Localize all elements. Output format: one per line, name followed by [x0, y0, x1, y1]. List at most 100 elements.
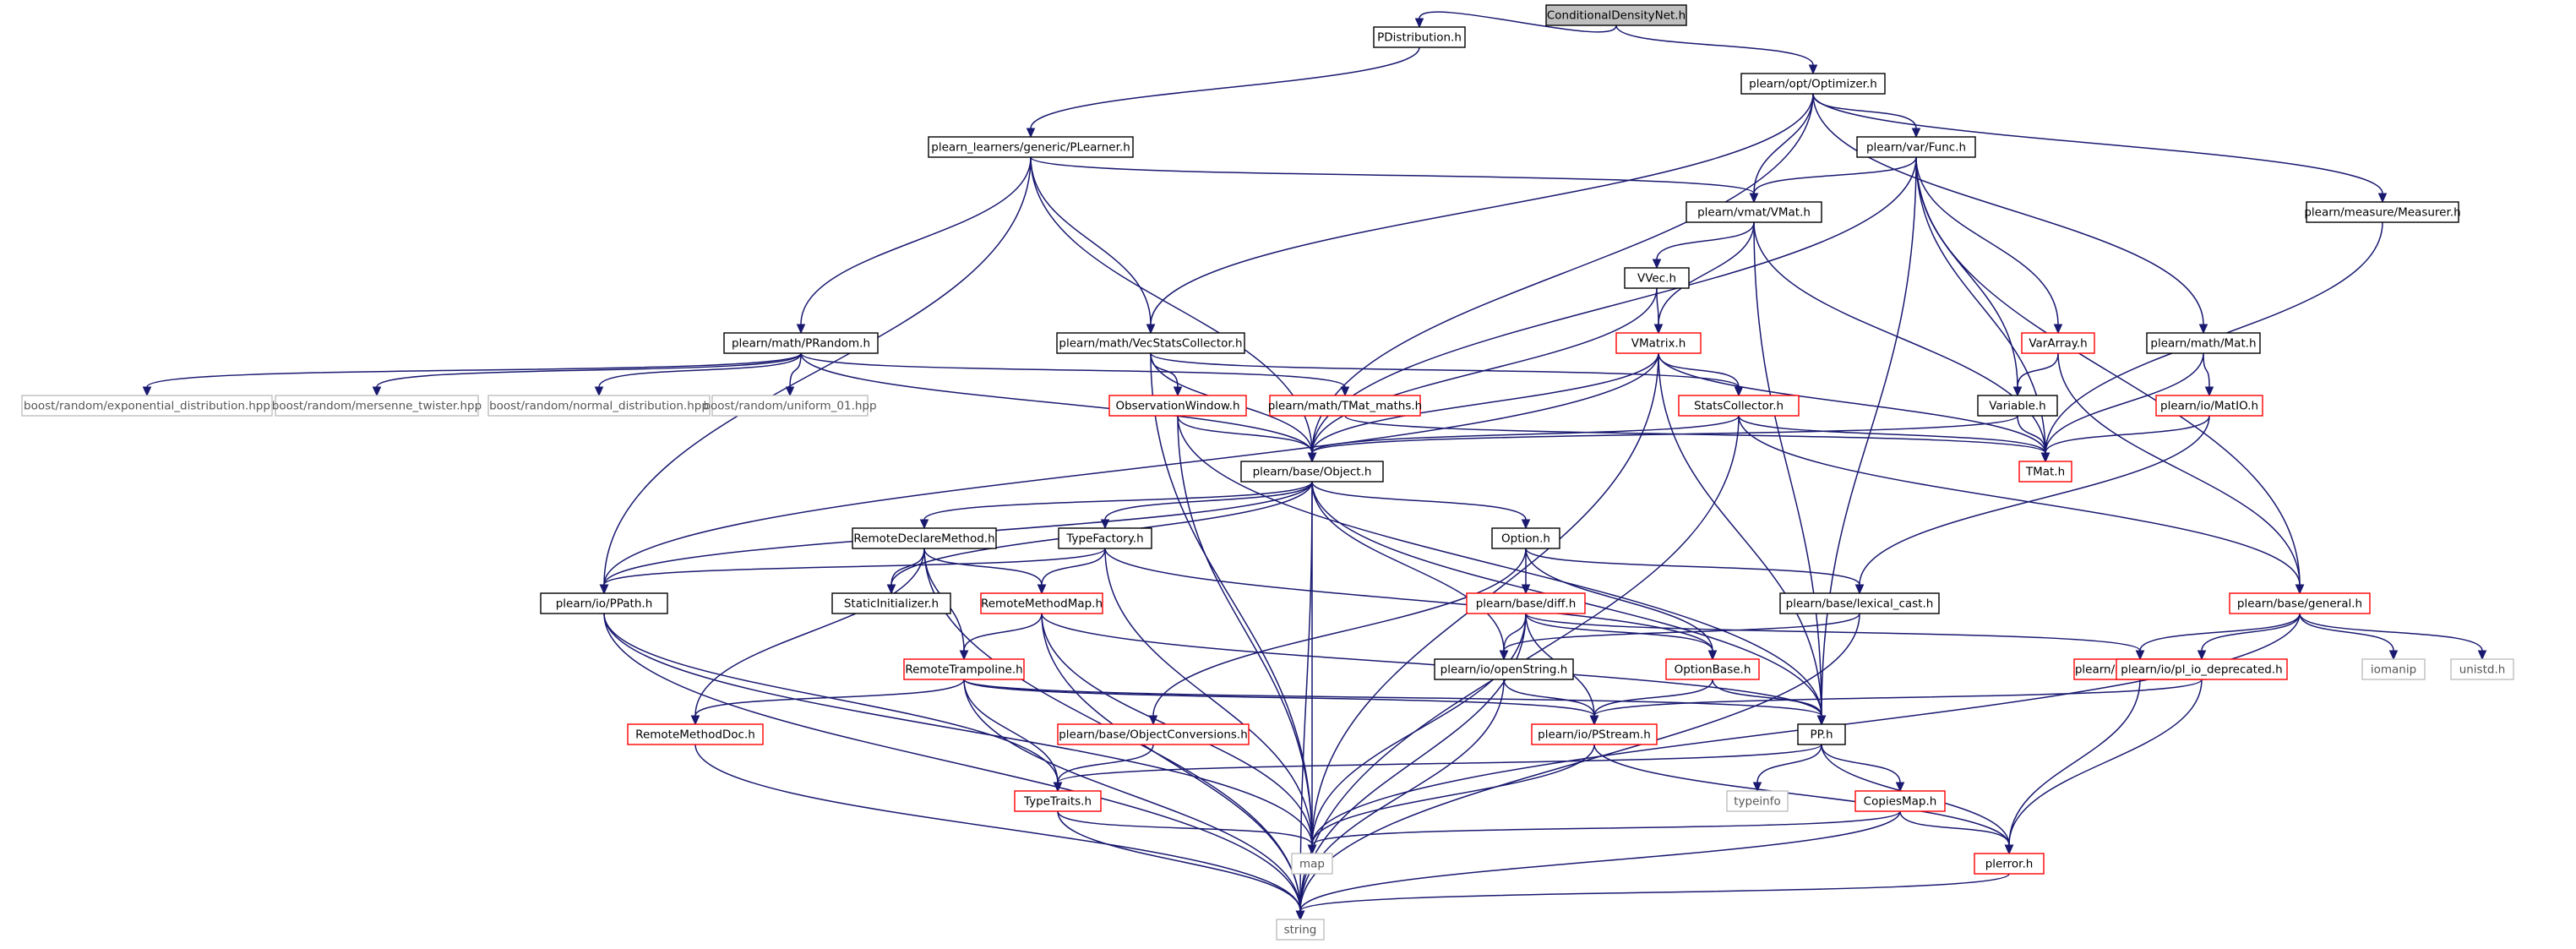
node-vvec[interactable]: VVec.h	[1624, 267, 1690, 289]
node-tmatmaths[interactable]: plearn/math/TMat_maths.h	[1268, 395, 1423, 417]
node-general[interactable]: plearn/base/general.h	[2229, 592, 2371, 614]
node-lexcast[interactable]: plearn/base/lexical_cast.h	[1779, 592, 1940, 614]
node-optimizer[interactable]: plearn/opt/Optimizer.h	[1740, 73, 1886, 95]
node-pliodep[interactable]: plearn/io/pl_io_deprecated.h	[2116, 658, 2288, 680]
node-pstream[interactable]: plearn/io/PStream.h	[1531, 723, 1658, 745]
node-b_mt: boost/random/mersenne_twister.hpp	[272, 395, 482, 417]
edges-layer	[142, 11, 2487, 921]
node-label: plearn/base/lexical_cast.h	[1786, 597, 1934, 611]
node-box	[627, 723, 764, 745]
node-label: plearn/var/Func.h	[1866, 141, 1966, 155]
edge-general-to-unistd	[2299, 613, 2487, 661]
edge-optimizer-to-vmat	[1749, 93, 1814, 204]
edge-vvec-to-vmatrix	[1653, 287, 1664, 335]
node-object[interactable]: plearn/base/Object.h	[1240, 461, 1384, 483]
node-label: PDistribution.h	[1377, 31, 1462, 45]
node-label: plearn/io/openString.h	[1440, 663, 1568, 677]
node-plearner[interactable]: plearn_learners/generic/PLearner.h	[928, 136, 1134, 158]
edge-plearner-to-vecstats	[1030, 156, 1156, 335]
node-vararray[interactable]: VarArray.h	[2021, 332, 2095, 354]
edge-vecstats-to-map	[1150, 352, 1317, 855]
node-label: Variable.h	[1989, 400, 2046, 413]
node-variable[interactable]: Variable.h	[1977, 395, 2058, 417]
edge-pp-to-typetraits	[1053, 744, 1822, 793]
node-label: plearn/base/Object.h	[1253, 466, 1372, 479]
edge-typefactory-to-ppath	[599, 548, 1106, 595]
edge-func-to-vmat	[1749, 156, 1917, 204]
node-tmat[interactable]: TMat.h	[2018, 461, 2072, 483]
node-box	[2229, 592, 2371, 614]
node-matio[interactable]: plearn/io/MatIO.h	[2155, 395, 2263, 417]
node-rmm[interactable]: RemoteMethodMap.h	[980, 592, 1103, 614]
node-box	[1974, 853, 2045, 875]
node-label: boost/random/mersenne_twister.hpp	[272, 400, 482, 413]
node-pdist[interactable]: PDistribution.h	[1373, 26, 1466, 48]
edge-optimizer-to-measurer	[1812, 93, 2388, 204]
node-box	[980, 592, 1103, 614]
node-copiesmap[interactable]: CopiesMap.h	[1854, 790, 1946, 812]
node-typetraits[interactable]: TypeTraits.h	[1014, 790, 1102, 812]
node-vmat[interactable]: plearn/vmat/VMat.h	[1686, 201, 1822, 223]
node-openstring[interactable]: plearn/io/openString.h	[1434, 658, 1574, 680]
node-typefactory[interactable]: TypeFactory.h	[1058, 527, 1152, 549]
node-box	[1058, 527, 1152, 549]
edge-vmatrix-to-statscoll	[1658, 352, 1744, 397]
node-obswin[interactable]: ObservationWindow.h	[1108, 395, 1247, 417]
node-label: map	[1299, 858, 1325, 871]
node-rmdoc[interactable]: RemoteMethodDoc.h	[627, 723, 764, 745]
node-box	[711, 395, 869, 417]
node-iomanip: iomanip	[2361, 658, 2426, 680]
node-box	[723, 332, 879, 354]
node-unistd: unistd.h	[2450, 658, 2514, 680]
node-box	[1856, 136, 1976, 158]
node-box	[1240, 461, 1384, 483]
node-optionbase[interactable]: OptionBase.h	[1665, 658, 1760, 680]
node-label: PP.h	[1810, 728, 1833, 742]
node-label: plearn/math/VecStatsCollector.h	[1059, 337, 1242, 351]
node-label: StaticInitializer.h	[844, 597, 939, 611]
node-typeinfo: typeinfo	[1726, 790, 1789, 812]
edge-pliodep-to-pstream	[1589, 679, 2203, 726]
edge-general-to-plmath	[2135, 613, 2301, 661]
node-objconv[interactable]: plearn/base/ObjectConversions.h	[1057, 723, 1250, 745]
node-label: VarArray.h	[2029, 337, 2087, 351]
edge-rtramp-to-typetraits	[963, 679, 1063, 793]
edge-prandom-to-b_uni	[785, 352, 802, 397]
node-option[interactable]: Option.h	[1491, 527, 1560, 549]
node-plerror[interactable]: plerror.h	[1974, 853, 2045, 875]
node-staticinit[interactable]: StaticInitializer.h	[831, 592, 951, 614]
node-rtramp[interactable]: RemoteTrampoline.h	[903, 658, 1025, 680]
node-b_norm: boost/random/normal_distribution.hpp	[487, 395, 711, 417]
edge-optionbase-to-pp	[1712, 679, 1827, 726]
node-label: boost/random/exponential_distribution.hp…	[24, 400, 270, 413]
node-mat[interactable]: plearn/math/Mat.h	[2146, 332, 2261, 354]
node-ppath[interactable]: plearn/io/PPath.h	[540, 592, 668, 614]
node-diff[interactable]: plearn/base/diff.h	[1466, 592, 1586, 614]
edge-lexcast-to-openstring	[1499, 613, 1860, 661]
node-statscoll[interactable]: StatsCollector.h	[1678, 395, 1800, 417]
node-label: TypeFactory.h	[1065, 532, 1143, 546]
edge-func-to-vararray	[1915, 156, 2063, 335]
node-vecstats[interactable]: plearn/math/VecStatsCollector.h	[1056, 332, 1245, 354]
edge-object-to-option	[1311, 481, 1531, 530]
node-prandom[interactable]: plearn/math/PRandom.h	[723, 332, 879, 354]
edge-pstream-to-map	[1307, 744, 1595, 855]
node-label: plearn/measure/Measurer.h	[2304, 206, 2460, 220]
node-measurer[interactable]: plearn/measure/Measurer.h	[2304, 201, 2461, 223]
node-func[interactable]: plearn/var/Func.h	[1856, 136, 1976, 158]
node-box	[1434, 658, 1574, 680]
edge-general-to-iomanip	[2299, 613, 2399, 661]
node-root[interactable]: ConditionalDensityNet.h	[1545, 4, 1687, 26]
node-box	[21, 395, 273, 417]
node-box	[2306, 201, 2459, 223]
node-vmatrix[interactable]: VMatrix.h	[1615, 332, 1702, 354]
node-box	[852, 527, 997, 549]
edge-plmath-to-plerror	[2004, 679, 2141, 855]
node-box	[1108, 395, 1247, 417]
node-box	[1545, 4, 1687, 26]
node-label: CopiesMap.h	[1864, 795, 1937, 809]
node-pp[interactable]: PP.h	[1797, 723, 1846, 745]
edge-prandom-to-b_mt	[372, 352, 802, 397]
node-box	[2450, 658, 2514, 680]
node-rdm[interactable]: RemoteDeclareMethod.h	[852, 527, 997, 549]
